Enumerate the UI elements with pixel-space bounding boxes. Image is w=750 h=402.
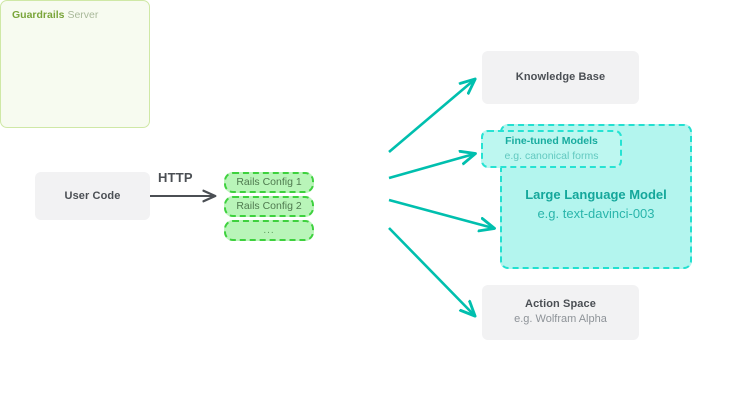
guardrails-title-strong: Guardrails [12,9,65,21]
action-space-subtitle: e.g. Wolfram Alpha [514,313,607,326]
edge-to-action-space [388,227,474,315]
edge-to-fine-tuned-models [388,154,474,180]
rails-config-item-more[interactable]: ... [224,220,314,241]
guardrails-title-light: Server [64,9,99,21]
action-space-title: Action Space [525,298,596,311]
large-language-model-title: Large Language Model [525,187,667,202]
node-fine-tuned-models[interactable]: Fine-tuned Models e.g. canonical forms [481,130,622,168]
node-knowledge-base[interactable]: Knowledge Base [482,51,639,104]
node-guardrails-server[interactable]: Guardrails Server [0,0,150,128]
rails-config-label: Rails Config 2 [236,200,302,213]
http-edge-label: HTTP [158,170,193,185]
user-code-label: User Code [64,189,121,202]
edge-to-knowledge-base [388,80,474,153]
llm-label-stack: Large Language Model e.g. text-davinci-0… [502,186,690,224]
rails-config-label: ... [263,224,275,236]
large-language-model-subtitle: e.g. text-davinci-003 [537,205,655,221]
fine-tuned-models-title: Fine-tuned Models [505,134,598,147]
fine-tuned-models-subtitle: e.g. canonical forms [504,150,599,162]
rails-config-item[interactable]: Rails Config 2 [224,196,314,217]
node-user-code[interactable]: User Code [35,172,150,220]
rails-config-label: Rails Config 1 [236,176,302,189]
knowledge-base-title: Knowledge Base [515,71,606,84]
node-action-space[interactable]: Action Space e.g. Wolfram Alpha [482,285,639,340]
guardrails-server-title: Guardrails Server [12,9,98,23]
rails-config-item[interactable]: Rails Config 1 [224,172,314,193]
edge-to-large-language-model [388,198,493,228]
